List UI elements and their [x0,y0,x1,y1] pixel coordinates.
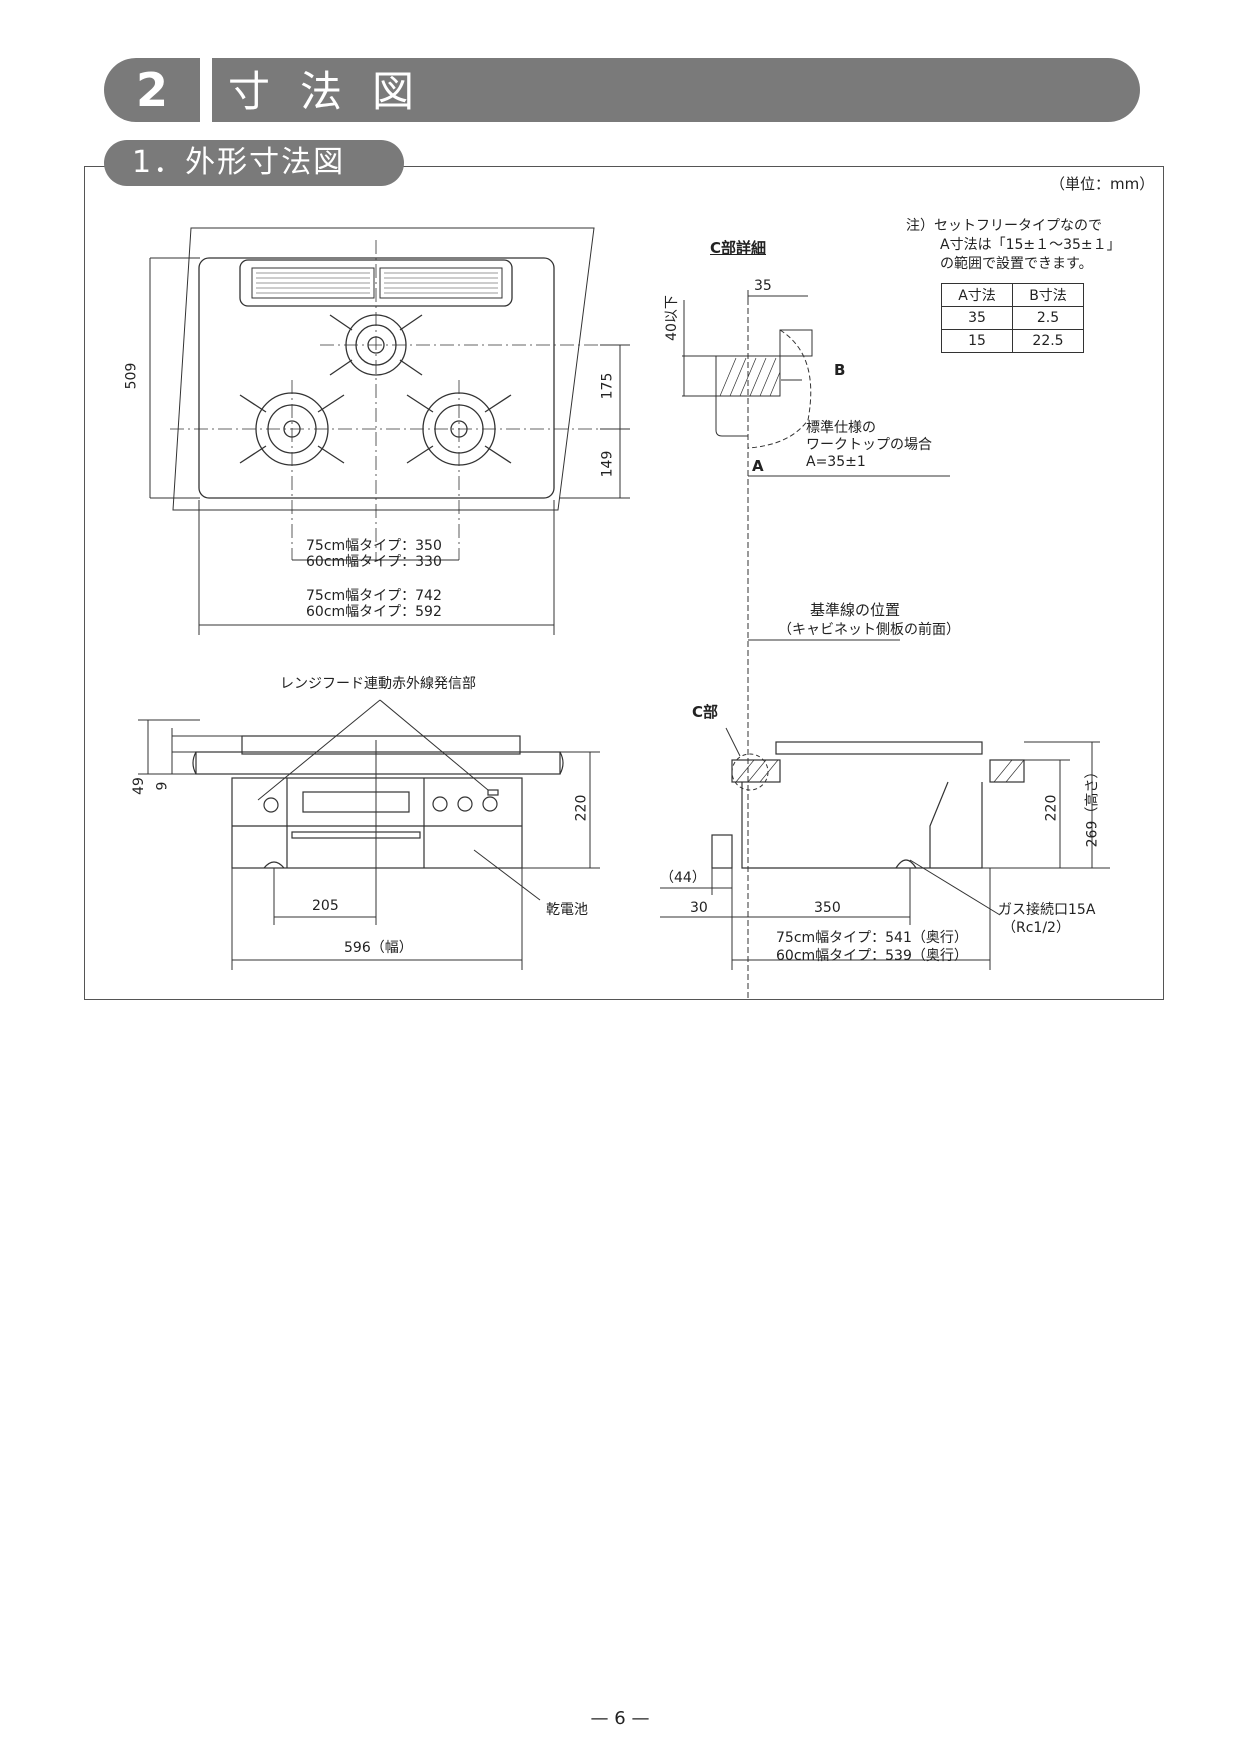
worktop-section-detail [715,355,781,397]
baseline-sublabel: （キャビネット側板の前面） [778,622,960,638]
battery-label: 乾電池 [546,902,588,918]
chapter-title: 寸法図 [228,67,445,116]
label-a: A [752,457,764,475]
unit-label: （単位：mm） [1050,175,1155,193]
burner-spacing-75: 75cm幅タイプ：350 [306,538,442,554]
note-line-1: 注）セットフリータイプなので [906,218,1102,234]
overall-width-60: 60cm幅タイプ：592 [306,604,442,620]
standard-note-2: ワークトップの場合 [806,437,932,453]
standard-note-3: A=35±1 [806,454,866,470]
dim-35: 35 [754,278,772,294]
header-separator [200,58,212,122]
ir-transmitter-label: レンジフード連動赤外線発信部 [280,676,476,692]
gas-inlet-label: ガス接続口15A [998,902,1096,918]
table-row: 15 22.5 [941,329,1084,353]
overall-width-75: 75cm幅タイプ：742 [306,588,442,604]
dim-49: 49 [130,777,147,795]
table-row: 35 2.5 [941,306,1084,330]
standard-note-1: 標準仕様の [806,420,876,436]
section-title: 1．外形寸法図 [104,140,404,186]
dim-175: 175 [599,372,616,400]
baseline-label: 基準線の位置 [810,601,901,619]
dim-350-side: 350 [814,900,841,916]
table-header: B寸法 [1012,283,1084,307]
burner-spacing-60: 60cm幅タイプ：330 [306,554,442,570]
dim-9: 9 [154,781,171,791]
dim-205: 205 [312,898,339,914]
page-number: — 6 — [590,1708,650,1729]
depth-60: 60cm幅タイプ：539（奥行） [776,948,968,964]
dim-30: 30 [690,900,708,916]
table-cell: 22.5 [1012,329,1084,353]
front-view-lines [192,735,564,869]
chapter-header: 2 寸法図 [104,58,1140,122]
width-596: 596（幅） [344,940,413,956]
gas-inlet-spec: （Rc1/2） [1002,920,1070,936]
table-cell: 15 [941,329,1013,353]
cooktop-top-outline [198,257,555,499]
dim-149: 149 [599,450,616,478]
dim-40-max: 40以下 [663,295,680,341]
note-line-2: A寸法は「15±１～35±１」 [940,237,1121,253]
drawing-frame [84,166,1164,1000]
table-header-row: A寸法 B寸法 [941,283,1084,307]
dim-44: （44） [660,870,706,886]
depth-75: 75cm幅タイプ：541（奥行） [776,930,968,946]
dim-220-front: 220 [573,794,590,822]
chapter-number: 2 [135,63,168,117]
dim-depth-509: 509 [123,362,140,390]
height-269: 269（高さ） [1084,764,1101,848]
c-part-label: C部 [692,703,719,721]
table-cell: 35 [941,306,1013,330]
side-view-lines [711,741,1025,869]
table-cell: 2.5 [1012,306,1084,330]
table-header: A寸法 [941,283,1013,307]
dim-220-side: 220 [1043,794,1060,822]
ab-dimension-table: A寸法 B寸法 35 2.5 15 22.5 [941,283,1084,353]
worktop-outline [172,227,595,511]
label-b: B [834,361,846,379]
note-line-3: の範囲で設置できます。 [940,256,1093,272]
c-detail-title: C部詳細 [710,239,767,257]
